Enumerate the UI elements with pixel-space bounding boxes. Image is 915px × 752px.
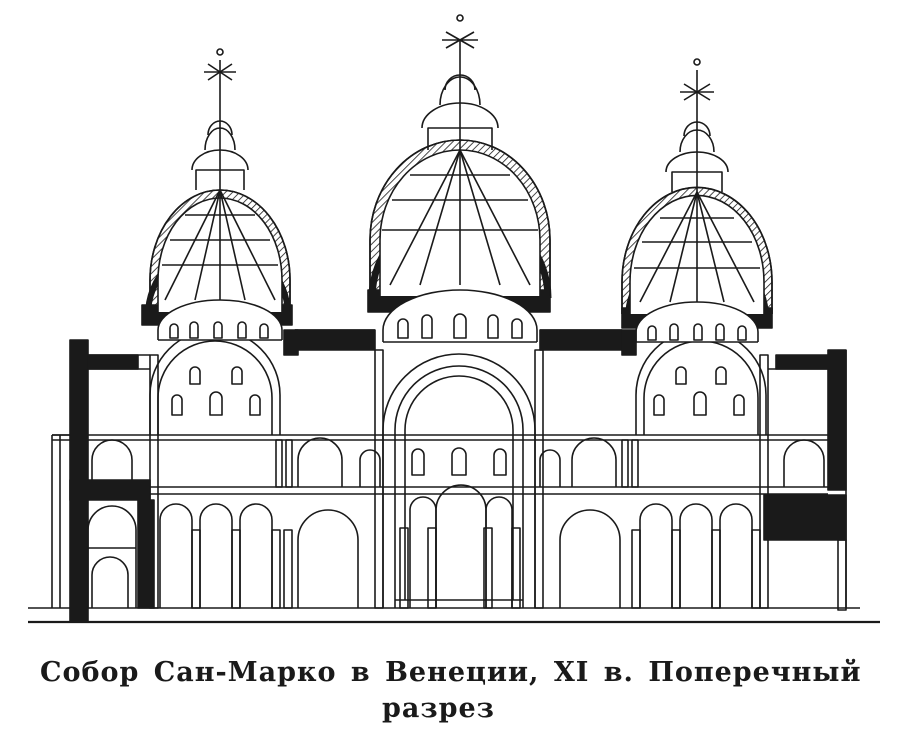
central-windows bbox=[411, 447, 507, 476]
right-windows bbox=[653, 366, 745, 416]
right-arcade bbox=[631, 503, 761, 609]
caption-line-2: разрез bbox=[382, 693, 495, 724]
central-dome bbox=[367, 14, 552, 343]
central-arch bbox=[382, 353, 536, 608]
cathedral-section-drawing bbox=[28, 14, 880, 624]
right-outer-wall bbox=[827, 349, 847, 491]
right-dome-drum-windows bbox=[647, 323, 747, 341]
figure-caption: Собор Сан-Марко в Венеции, XI в. Попереч… bbox=[40, 655, 900, 727]
left-windows bbox=[171, 366, 261, 416]
left-dome bbox=[141, 48, 293, 341]
caption-line-1: Собор Сан-Марко в Венеции, XI в. Попереч… bbox=[40, 657, 862, 688]
left-arcade bbox=[159, 503, 293, 609]
central-columns bbox=[399, 527, 521, 609]
left-dome-drum-windows bbox=[169, 321, 269, 339]
right-dome bbox=[621, 58, 773, 343]
central-dome-drum-windows bbox=[397, 313, 523, 339]
